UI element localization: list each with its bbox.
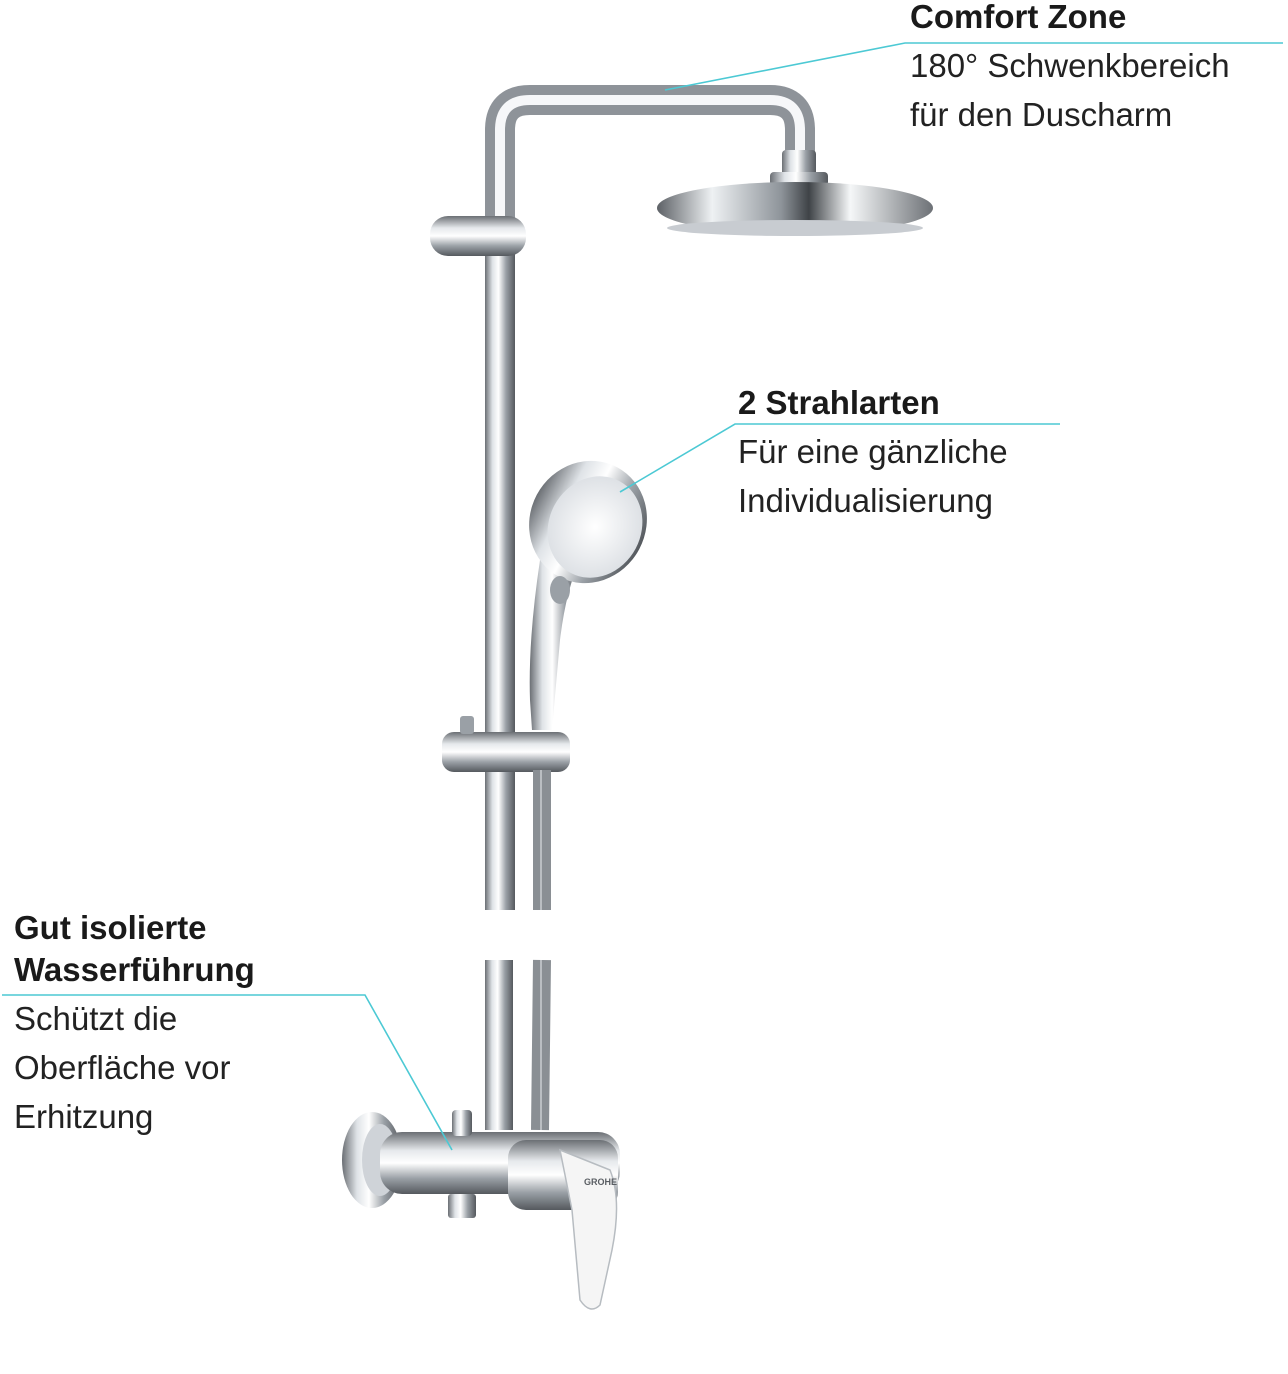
head-shower <box>657 182 933 234</box>
slide-holder <box>442 732 570 772</box>
leader-line-comfort-zone <box>664 42 1283 91</box>
riser-pipe-upper <box>485 130 515 910</box>
callout-strahlarten: 2 Strahlarten Für eine gänzliche Individ… <box>738 382 1008 522</box>
callout-comfort-zone: Comfort Zone 180° Schwenkbereich für den… <box>910 0 1230 136</box>
callout-isolierung-title2: Wasserführung <box>14 951 255 988</box>
callout-strahlarten-line1: Für eine gänzliche <box>738 433 1008 470</box>
callout-strahlarten-title: 2 Strahlarten <box>738 384 940 421</box>
callout-comfort-zone-line2: für den Duscharm <box>910 96 1173 133</box>
shower-hose <box>531 770 551 1131</box>
shower-mixer <box>342 1110 620 1310</box>
mixer-lever <box>558 1148 618 1310</box>
callout-comfort-zone-title: Comfort Zone <box>910 0 1127 35</box>
head-connector <box>782 150 816 176</box>
callout-isolierung-line1: Schützt die <box>14 1000 178 1037</box>
leader-line-strahlarten <box>619 423 1060 493</box>
brand-logo: GROHE <box>584 1177 617 1187</box>
callout-comfort-zone-line1: 180° Schwenkbereich <box>910 47 1230 84</box>
callout-isolierung-title1: Gut isolierte <box>14 909 207 946</box>
riser-pipe-lower <box>485 960 513 1130</box>
callout-strahlarten-line2: Individualisierung <box>738 482 993 519</box>
callout-isolierung-line3: Erhitzung <box>14 1098 154 1135</box>
callout-isolierung: Gut isolierte Wasserführung Schützt die … <box>14 907 255 1138</box>
leader-line-isolierung <box>2 994 453 1151</box>
hand-shower <box>529 460 647 730</box>
callout-isolierung-line2: Oberfläche vor <box>14 1049 231 1086</box>
wall-bracket-upper <box>430 216 526 256</box>
